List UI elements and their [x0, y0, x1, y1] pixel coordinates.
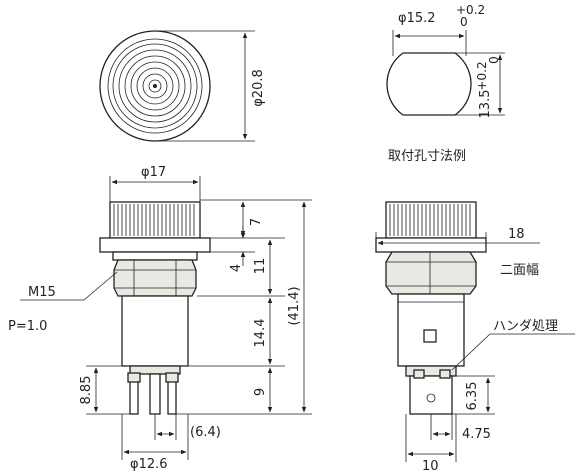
dim-4-75-label: 4.75: [462, 427, 491, 442]
dim-4-label: 4: [229, 264, 244, 272]
dim-front-vertical: 7 4 11 14.4 9 (41.4): [176, 199, 312, 415]
dim-9-label: 9: [253, 388, 268, 396]
side-view: [375, 201, 487, 415]
hole-height-label: 13.5: [478, 90, 493, 119]
hole-height-tol-lower: 0: [487, 56, 501, 64]
mounting-hole: φ15.2 +0.2 0 13.5 +0.2 0 取付孔寸法例: [386, 3, 505, 164]
top-diameter-label: φ20.8: [251, 69, 266, 107]
hole-width-tol-lower: 0: [460, 15, 468, 29]
dim-6-35-label: 6.35: [465, 382, 480, 411]
hole-caption: 取付孔寸法例: [388, 149, 466, 164]
front-view: [99, 201, 211, 415]
dim-6-4-label: (6.4): [190, 425, 221, 440]
dim-total-label: (41.4): [287, 286, 302, 325]
front-cap-diameter-label: φ17: [141, 165, 166, 180]
hole-width-label: φ15.2: [398, 11, 436, 26]
dim-14-4-label: 14.4: [253, 319, 268, 348]
hole-height-tol-upper: +0.2: [475, 61, 489, 90]
dim-11-label: 11: [253, 258, 268, 275]
dim-18-label: 18: [508, 227, 525, 242]
hole-width-tol-upper: +0.2: [456, 3, 485, 17]
thread-callout: M15 P=1.0: [8, 271, 118, 334]
dim-front-cap: φ17: [109, 165, 201, 202]
dim-10-label: 10: [422, 459, 439, 474]
dim-top-diameter: φ20.8: [155, 30, 266, 142]
top-view-knob: [99, 30, 211, 142]
dim-side: 18 二面幅 ハンダ処理 6.35 4.75 10: [375, 227, 575, 474]
dim-12-6-label: φ12.6: [130, 457, 168, 472]
dim-front-terminal: 8.85 (6.4) φ12.6: [79, 365, 221, 472]
pitch-label: P=1.0: [8, 319, 47, 334]
thread-label: M15: [28, 285, 56, 300]
dim-8-85-label: 8.85: [79, 376, 94, 405]
across-flats-label: 二面幅: [500, 263, 539, 278]
dim-7-label: 7: [249, 218, 264, 226]
solder-label: ハンダ処理: [493, 319, 558, 334]
